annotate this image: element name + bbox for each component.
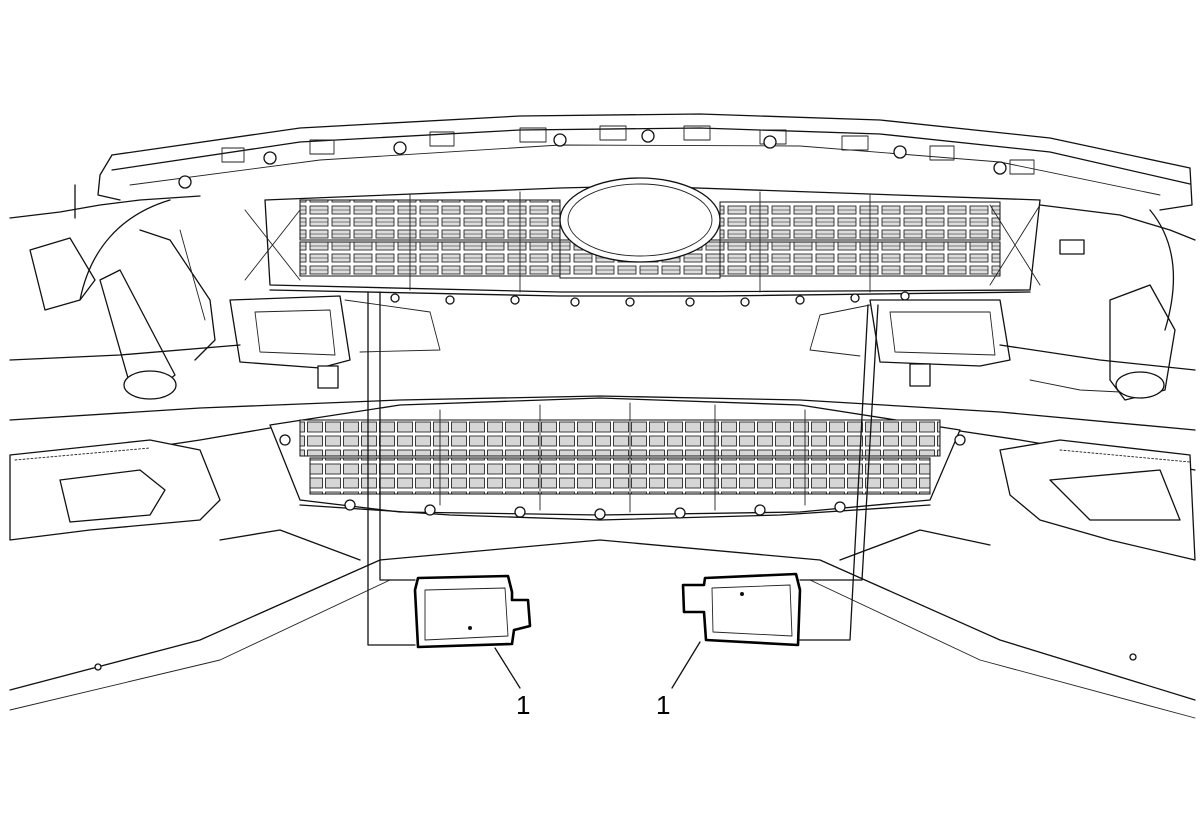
right-fog-lamp-opening [999,439,1196,561]
lower-grille [269,397,966,521]
callout-leader-right [671,641,701,689]
upper-grille [244,177,1041,307]
upper-fascia-bar [97,113,1193,211]
left-headlamp-bracket [9,184,216,400]
left-sensor-bracket [229,295,441,389]
callout-label-right: 1 [656,690,671,720]
detail-frame [367,291,879,646]
right-headlamp-bracket [1029,204,1196,401]
left-radar-sensor-module [413,574,532,649]
lower-fascia [9,344,1196,719]
left-fog-lamp-opening [9,439,221,541]
right-sensor-bracket [809,299,1011,387]
callout-leader-left [494,647,521,689]
right-radar-sensor-module [681,572,802,647]
callout-label-left: 1 [516,690,531,720]
